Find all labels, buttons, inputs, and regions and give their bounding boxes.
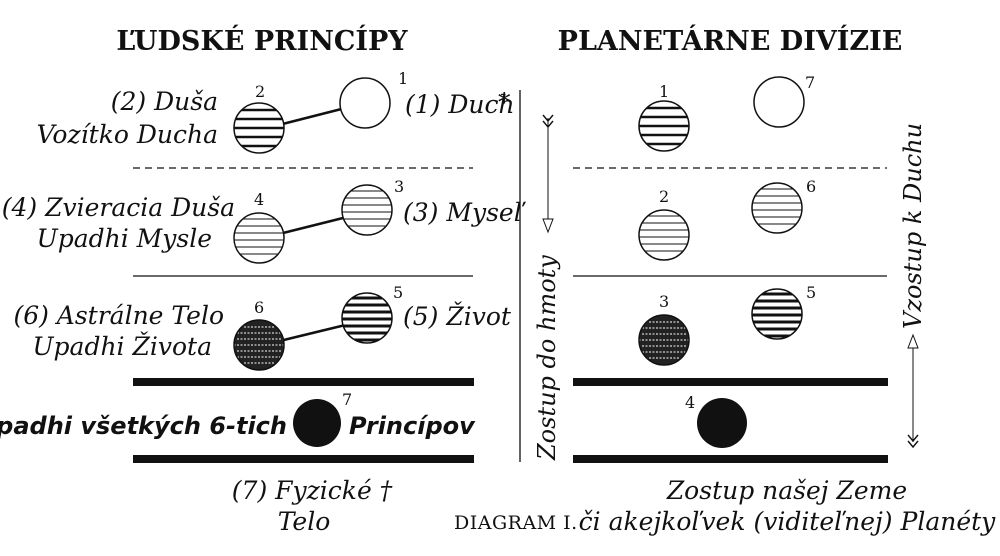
circle-division-1 bbox=[638, 100, 690, 152]
descent-label: Zostup do hmoty bbox=[533, 255, 561, 461]
circle-principle-5 bbox=[341, 292, 393, 344]
descent-arrow bbox=[542, 114, 554, 234]
number-1: 1 bbox=[398, 69, 408, 88]
label-zivot: (5) Život bbox=[403, 302, 512, 331]
circle-principle-2 bbox=[233, 102, 285, 154]
division-number-6: 6 bbox=[806, 177, 816, 196]
circle-division-6 bbox=[751, 182, 803, 234]
number-2: 2 bbox=[255, 82, 265, 101]
circle-principle-4 bbox=[233, 212, 285, 264]
number-4: 4 bbox=[254, 190, 264, 209]
circle-division-4 bbox=[697, 398, 747, 448]
label-mysel: (3) Myseľ bbox=[403, 198, 527, 227]
duch-asterisk: * bbox=[498, 88, 511, 117]
division-number-4: 4 bbox=[685, 393, 695, 412]
circle-principle-6 bbox=[233, 319, 285, 371]
circle-principle-1 bbox=[339, 77, 391, 129]
left-thick-bar-top bbox=[133, 378, 474, 386]
circle-division-3 bbox=[638, 314, 690, 366]
caption-line-1: Zostup našej Zeme bbox=[666, 476, 907, 505]
left-title: ĽUDSKÉ PRINCÍPY bbox=[116, 24, 408, 57]
label-upadhi-vsetkych: Upadhi všetkých 6-tich bbox=[0, 412, 287, 440]
division-number-2: 2 bbox=[659, 187, 669, 206]
number-3: 3 bbox=[394, 177, 404, 196]
label-zvieracia-dusa: (4) Zvieracia Duša bbox=[2, 193, 235, 222]
number-7: 7 bbox=[342, 390, 352, 409]
circle-division-7 bbox=[753, 76, 805, 128]
right-title: PLANETÁRNE DIVÍZIE bbox=[558, 24, 903, 57]
label-astralne-telo: (6) Astrálne Telo bbox=[13, 301, 224, 330]
number-6: 6 bbox=[254, 298, 264, 317]
label-duch: (1) Duch bbox=[405, 90, 515, 119]
division-number-1: 1 bbox=[659, 82, 669, 101]
circle-principle-3 bbox=[341, 184, 393, 236]
label-upadhi-zivota: Upadhi Života bbox=[32, 332, 212, 361]
circle-principle-7 bbox=[293, 399, 341, 447]
label-fyzicke: (7) Fyzické † bbox=[232, 476, 393, 505]
diagram-label: DIAGRAM I. bbox=[454, 512, 578, 534]
right-thick-bar-bottom bbox=[573, 455, 888, 463]
left-thick-bar-bottom bbox=[133, 455, 474, 463]
division-number-7: 7 bbox=[805, 73, 815, 92]
number-5: 5 bbox=[393, 283, 403, 302]
division-number-5: 5 bbox=[806, 283, 816, 302]
circle-division-2 bbox=[638, 209, 690, 261]
label-principov: Princípov bbox=[349, 412, 476, 440]
circle-division-5 bbox=[751, 288, 803, 340]
division-number-3: 3 bbox=[659, 292, 669, 311]
right-thick-bar-top bbox=[573, 378, 888, 386]
label-upadhi-mysle: Upadhi Mysle bbox=[37, 224, 212, 253]
label-dusa: (2) Duša bbox=[111, 87, 218, 116]
ascent-arrow bbox=[907, 333, 919, 449]
label-vozitko-ducha: Vozítko Ducha bbox=[37, 120, 218, 149]
caption-line-2: či akejkoľvek (viditeľnej) Planéty bbox=[579, 507, 997, 536]
label-telo: Telo bbox=[278, 507, 331, 536]
ascent-label: Vzostup k Duchu bbox=[899, 123, 927, 329]
